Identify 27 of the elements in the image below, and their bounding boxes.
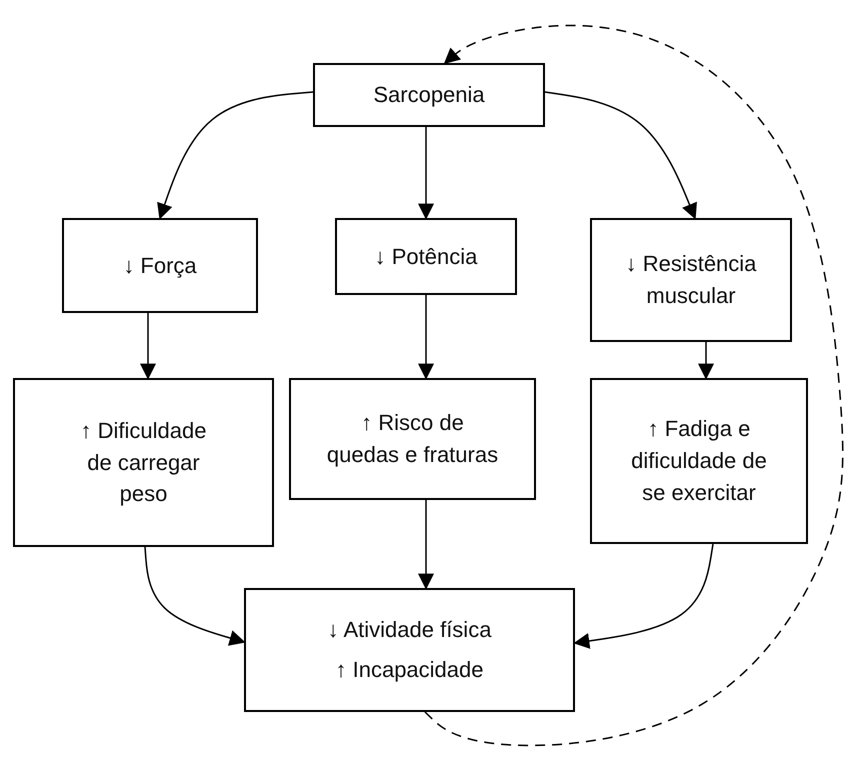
box-text: ↑ Risco de quedas e fraturas [326,409,500,469]
box-text: ↓ Força [123,252,197,280]
text-box [590,378,808,544]
text-box [335,218,517,295]
box-text: ↓ Atividade física [328,616,492,644]
box-text: ↓ Resistência muscular [624,250,758,310]
arrow [140,313,156,380]
arrow [157,91,314,220]
arrow [418,127,434,220]
box-text: ↑ Incapacidade [336,656,484,684]
arrow [144,546,246,646]
text-box [590,218,792,342]
arrow [698,342,714,380]
arrow [418,500,434,590]
text-box [62,218,258,313]
text-box [244,588,575,712]
box-text: ↑ Fadiga e dificuldade de se exercitar [630,415,768,507]
box-text: ↓ Potência [374,242,478,271]
arrow [424,24,844,746]
arrow [418,295,434,380]
text-box [313,63,545,127]
text-box [13,378,274,547]
arrow [573,544,714,649]
box-text: ↑ Dificuldade de carregar peso [80,416,208,508]
arrow [544,91,697,220]
box-text: Sarcopenia [373,81,485,110]
text-box [289,378,536,500]
